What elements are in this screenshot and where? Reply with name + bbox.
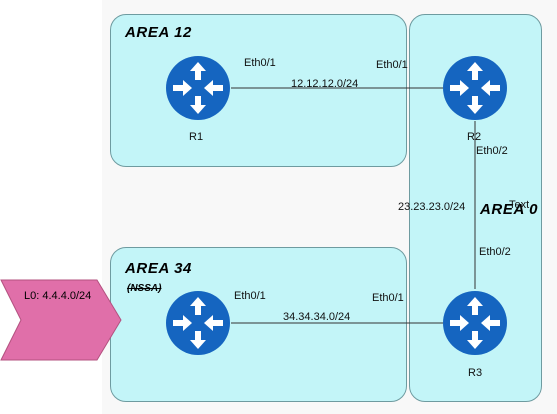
r3-eth0-1-label: Eth0/1 bbox=[372, 292, 404, 304]
area-34-title: AREA 34 bbox=[125, 260, 192, 277]
router-r1-name: R1 bbox=[189, 131, 204, 143]
area-34-box[interactable]: AREA 34 (NSSA) bbox=[110, 247, 407, 402]
router-icon bbox=[166, 291, 230, 355]
area-34-nssa-note: (NSSA) bbox=[127, 283, 162, 294]
loopback-shape[interactable] bbox=[0, 278, 124, 362]
r1-eth0-1-label: Eth0/1 bbox=[244, 57, 276, 69]
router-r4[interactable] bbox=[165, 290, 231, 356]
subnet-12-label: 12.12.12.0/24 bbox=[291, 78, 359, 90]
router-r2[interactable] bbox=[442, 55, 508, 121]
loopback-label: L0: 4.4.4.0/24 bbox=[24, 290, 92, 302]
router-r3[interactable] bbox=[442, 290, 508, 356]
r3-eth0-2-label: Eth0/2 bbox=[479, 246, 511, 258]
area-0-title: AREA 0 bbox=[480, 201, 539, 218]
stray-text-label: Text bbox=[509, 199, 530, 211]
subnet-23-label: 23.23.23.0/24 bbox=[398, 201, 466, 213]
area-12-title: AREA 12 bbox=[125, 24, 192, 41]
r2-eth0-2-label: Eth0/2 bbox=[476, 145, 508, 157]
r2-eth0-1-label: Eth0/1 bbox=[376, 59, 408, 71]
router-r1[interactable] bbox=[165, 55, 231, 121]
area-12-box[interactable]: AREA 12 bbox=[110, 14, 407, 167]
router-r2-name: R2 bbox=[467, 131, 482, 143]
router-icon bbox=[443, 291, 507, 355]
router-icon bbox=[166, 56, 230, 120]
subnet-34-label: 34.34.34.0/24 bbox=[283, 311, 351, 323]
r4-eth0-1-label: Eth0/1 bbox=[234, 290, 266, 302]
router-r3-name: R3 bbox=[468, 367, 483, 379]
router-icon bbox=[443, 56, 507, 120]
